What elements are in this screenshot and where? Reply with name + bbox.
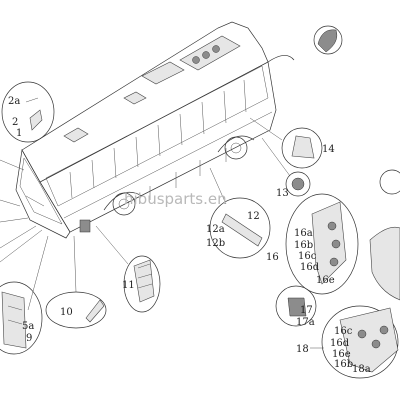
label-11: 11 <box>122 280 135 291</box>
label-16: 16 <box>266 252 279 263</box>
label-18a: 18a <box>352 364 371 375</box>
label-14: 14 <box>322 144 335 155</box>
part-11-lamp: 11 <box>95 225 161 313</box>
part-13-lamp: 13 <box>261 137 311 199</box>
left-edge-callout-lines <box>0 159 43 263</box>
part-18-headlamp-assembly: 18 16c 16d 16e 16b 18a <box>296 305 399 379</box>
part-right-front-lamp <box>369 169 400 301</box>
label-12b: 12b <box>206 238 225 249</box>
label-12: 12 <box>247 211 260 222</box>
label-2: 2 <box>12 117 18 128</box>
bus-body <box>15 21 295 239</box>
label-1: 1 <box>16 128 22 139</box>
label-17: 17 <box>300 305 313 316</box>
label-16e-b: 16e <box>332 349 351 360</box>
label-18: 18 <box>296 344 309 355</box>
label-16c: 16c <box>298 251 317 262</box>
label-12a: 12a <box>206 224 225 235</box>
part-2-lamp: 2a 2 1 <box>1 81 55 143</box>
label-16e: 16e <box>316 275 335 286</box>
label-16b-b: 16b <box>334 359 353 370</box>
label-5a: 5a <box>22 321 34 332</box>
label-16a: 16a <box>294 228 313 239</box>
part-10-lamp: 10 <box>45 235 107 329</box>
label-2a: 2a <box>8 96 20 107</box>
label-16d: 16d <box>300 262 320 273</box>
part-17-lamp: 17 17a <box>275 285 317 328</box>
watermark: hibusparts.en <box>124 190 227 208</box>
part-9-rear-lamp: 5a 9 <box>0 235 49 355</box>
part-14-lamp: 14 <box>249 117 335 169</box>
label-13: 13 <box>276 188 289 199</box>
label-16d-b: 16d <box>330 338 350 349</box>
label-16b: 16b <box>294 240 313 251</box>
label-16c-b: 16c <box>334 326 353 337</box>
label-10: 10 <box>60 307 73 318</box>
part-16-headlamp-assembly: 16 16a 16b 16c 16d 16e <box>266 193 359 295</box>
part-12-side-marker: 12 12a 12b <box>206 167 271 259</box>
label-17a: 17a <box>296 317 315 328</box>
label-9: 9 <box>26 333 32 344</box>
part-top-right-lamp <box>313 25 343 55</box>
